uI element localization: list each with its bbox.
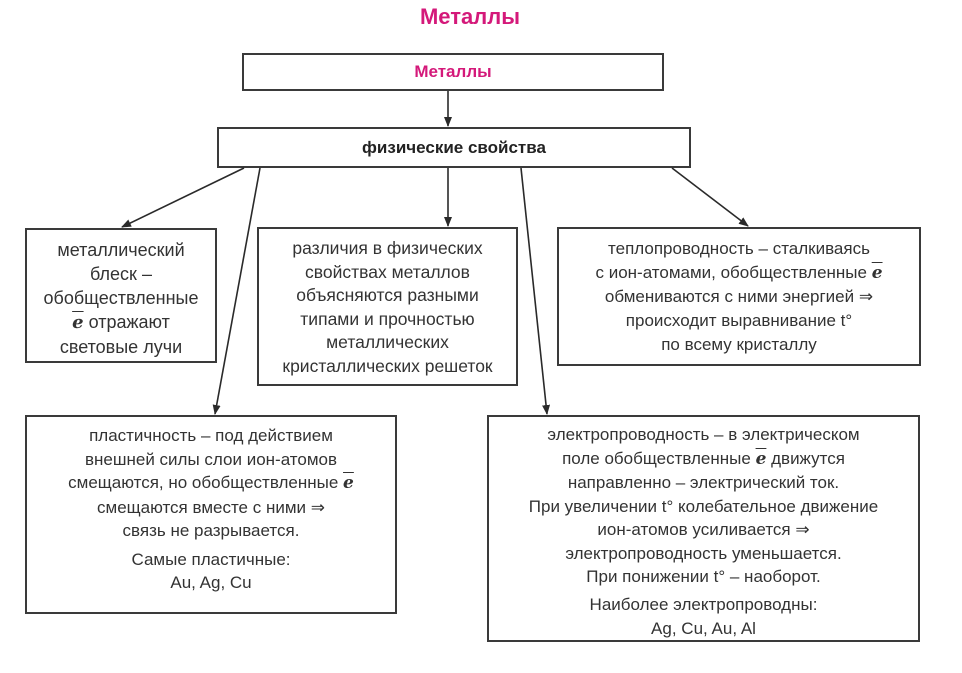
luster-line: e отражают: [72, 310, 170, 335]
most-conductive-list: Ag, Cu, Au, Al: [651, 618, 756, 638]
plasticity-line: смещаются вместе с ними ⇒: [97, 497, 325, 517]
electron-symbol: e: [871, 263, 883, 283]
thermal-line: обмениваются с ними энергией ⇒: [604, 287, 874, 306]
metallic-luster-box: металлический блеск – обобществленные e …: [25, 228, 217, 363]
plasticity-line: пластичность – под действием: [89, 426, 333, 445]
thermal-line: с ион-атомами, обобществленные e: [595, 261, 882, 285]
electron-symbol: e: [755, 448, 767, 469]
differences-line: кристаллических решеток: [282, 355, 493, 376]
plasticity-line-text: смещаются, но обобществленные: [68, 473, 344, 492]
differences-box: различия в физических свойствах металлов…: [257, 227, 518, 386]
conductivity-line: электропроводность уменьшается.: [565, 543, 842, 563]
metals-box: Металлы: [242, 53, 664, 91]
thermal-line: по всему кристаллу: [661, 335, 817, 354]
thermal-line: теплопроводность – сталкиваясь: [608, 239, 870, 258]
conductivity-line: При понижении t° – наоборот.: [586, 567, 821, 586]
most-plastic-label: Самые пластичные:: [131, 549, 291, 569]
thermal-line: происходит выравнивание t°: [625, 311, 853, 330]
conductivity-line: поле обобществленные e движутся: [562, 447, 845, 472]
physical-properties-box: физические свойства: [217, 127, 691, 168]
luster-line: световые лучи: [59, 337, 183, 357]
luster-line: металлический: [57, 240, 185, 260]
conductivity-line: электропроводность – в электрическом: [547, 425, 860, 444]
conductivity-line-text: движутся: [766, 448, 845, 468]
luster-line-text: отражают: [83, 312, 170, 332]
conductivity-line: ион-атомов усиливается ⇒: [597, 520, 810, 539]
arrow-to-luster: [121, 167, 245, 228]
electron-symbol: e: [343, 473, 354, 493]
physical-properties-label: физические свойства: [362, 137, 546, 157]
conductivity-line: направленно – электрический ток.: [567, 473, 840, 492]
diagram-title: Металлы: [419, 4, 521, 29]
differences-line: объясняются разными: [296, 285, 479, 305]
conductivity-line: При увеличении t° колебательное движение: [528, 496, 879, 516]
plasticity-line: связь не разрывается.: [122, 521, 300, 540]
electrical-conductivity-box: электропроводность – в электрическом пол…: [487, 415, 920, 642]
thermal-conductivity-box: теплопроводность – сталкиваясь с ион-ато…: [557, 227, 921, 366]
arrow-to-plasticity: [212, 167, 261, 415]
luster-line: блеск –: [90, 264, 152, 284]
arrow-to-conductivity: [520, 167, 551, 415]
most-conductive-label: Наиболее электропроводны:: [589, 595, 818, 614]
metals-label: Металлы: [414, 62, 492, 81]
luster-line: обобществленные: [43, 288, 199, 308]
thermal-line-text: с ион-атомами, обобществленные: [595, 263, 872, 282]
conductivity-line-text: поле обобществленные: [562, 448, 756, 468]
plasticity-line: смещаются, но обобществленные e: [68, 471, 354, 496]
arrow-to-thermal: [671, 167, 749, 227]
differences-line: свойствах металлов: [305, 261, 470, 282]
differences-line: различия в физических: [292, 238, 483, 258]
differences-line: типами и прочностью: [300, 308, 475, 329]
electron-symbol: e: [72, 312, 84, 333]
plasticity-line: внешней силы слои ион-атомов: [84, 449, 338, 469]
differences-line: металлических: [326, 332, 449, 352]
most-plastic-list: Au, Ag, Cu: [170, 573, 252, 592]
plasticity-box: пластичность – под действием внешней сил…: [25, 415, 397, 614]
